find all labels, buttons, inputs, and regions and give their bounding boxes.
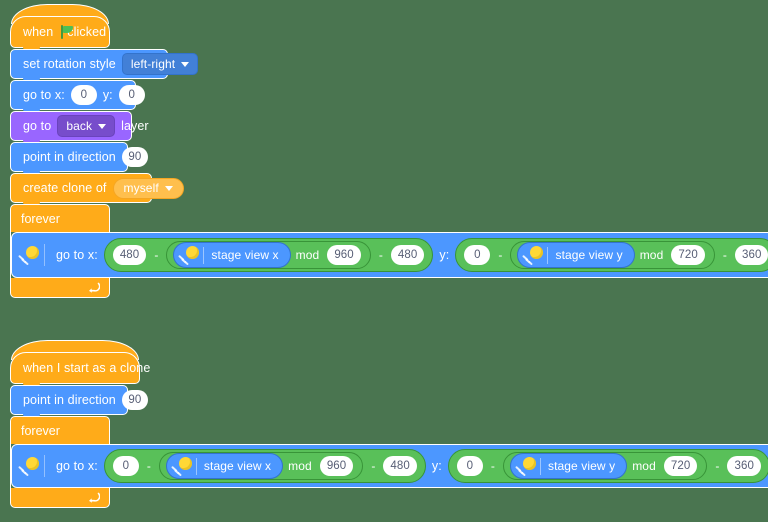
go-to-layer-pre-label: go to (23, 119, 52, 133)
y-right-input[interactable]: 360 (727, 456, 761, 476)
block-when-i-start-as-a-clone[interactable]: when I start as a clone (10, 340, 150, 387)
stage-view-x-label: stage view x (211, 248, 279, 262)
block-forever-clone[interactable]: forever go to x: 0 - (10, 416, 768, 508)
y-minus-sign: - (498, 248, 503, 262)
x-minus-sign: - (146, 459, 151, 473)
x-right-input[interactable]: 480 (390, 245, 425, 265)
direction-input[interactable]: 90 (121, 390, 148, 410)
sensing-ball-icon (515, 456, 537, 477)
block-go-to-xy-sensing-clone[interactable]: go to x: 0 - stage view x (11, 444, 768, 488)
x-minus-sign: - (154, 248, 159, 262)
forever-arm (10, 444, 11, 488)
sensing-ball-icon (522, 245, 544, 266)
clone-target-value: myself (123, 181, 159, 195)
sensing-ball-icon (178, 245, 200, 266)
forever-loop-foot (10, 488, 110, 508)
y-left-input[interactable]: 0 (456, 456, 483, 476)
forever-label: forever (21, 211, 60, 226)
when-clone-label: when I start as a clone (23, 361, 151, 375)
y-minus-sign-2: - (722, 248, 727, 262)
go-to-y-label: y: (102, 88, 113, 102)
point-in-direction-label: point in direction (23, 150, 116, 164)
layer-dropdown[interactable]: back (57, 115, 116, 137)
set-rotation-style-label: set rotation style (23, 57, 116, 71)
when-label: when (23, 25, 54, 39)
create-clone-label: create clone of (23, 181, 107, 195)
block-when-flag-clicked[interactable]: when clicked (10, 4, 110, 51)
sensing-ball-icon (18, 245, 40, 266)
y-mod-operator[interactable]: stage view y mod 720 (502, 452, 708, 480)
y-left-input[interactable]: 0 (464, 245, 491, 265)
clone-target-dropdown[interactable]: myself (112, 177, 184, 199)
rotation-style-dropdown[interactable]: left-right (121, 53, 199, 75)
rotation-style-value: left-right (130, 57, 176, 71)
forever-label-row: forever (10, 204, 110, 232)
block-go-to-layer[interactable]: go to back layer (10, 111, 149, 144)
block-forever[interactable]: forever go to x: 480 - (10, 204, 768, 298)
go-to-x-label: go to x: (23, 88, 65, 102)
loop-arrow-icon (87, 282, 100, 293)
y-minus-sign-2: - (715, 459, 720, 473)
block-point-in-direction-clone[interactable]: point in direction 90 (10, 385, 148, 418)
block-point-in-direction[interactable]: point in direction 90 (10, 142, 148, 175)
y-mod-input[interactable]: 720 (663, 456, 698, 476)
chevron-down-icon (181, 61, 190, 67)
sensing-go-to-x-label: go to x: (56, 459, 98, 473)
layer-value: back (66, 119, 93, 133)
go-to-layer-post-label: layer (121, 119, 149, 133)
x-left-input[interactable]: 480 (112, 245, 147, 265)
x-mod-input[interactable]: 960 (319, 456, 354, 476)
block-create-clone-of[interactable]: create clone of myself (10, 173, 184, 206)
x-minus-sign-2: - (378, 248, 383, 262)
block-go-to-xy[interactable]: go to x: 0 y: 0 (10, 80, 145, 113)
y-subtract-operator[interactable]: 0 - stage view y mod (455, 238, 768, 272)
y-mod-label: mod (639, 248, 664, 262)
stage-view-y-label: stage view y (555, 248, 623, 262)
stage-view-x-label: stage view x (203, 459, 272, 473)
loop-arrow-icon (87, 492, 100, 503)
go-to-y-input[interactable]: 0 (118, 85, 145, 105)
stage-view-y-label: stage view y (547, 459, 616, 473)
script-green-flag[interactable]: when clicked set rotation style left-rig… (10, 4, 768, 298)
stage-view-y-reporter[interactable]: stage view y (517, 242, 635, 268)
forever-label-row: forever (10, 416, 110, 444)
x-left-input[interactable]: 0 (112, 456, 139, 476)
y-minus-sign: - (490, 459, 495, 473)
sensing-go-to-y-label: y: (439, 248, 450, 262)
sensing-go-to-x-label: go to x: (56, 248, 98, 262)
x-right-input[interactable]: 480 (383, 456, 417, 476)
sensing-ball-icon (171, 456, 193, 477)
y-mod-label: mod (632, 459, 656, 473)
block-set-rotation-style[interactable]: set rotation style left-right (10, 49, 199, 82)
chevron-down-icon (164, 185, 173, 191)
chevron-down-icon (98, 123, 107, 129)
point-in-direction-label: point in direction (23, 393, 116, 407)
x-subtract-operator[interactable]: 480 - stage view x mod (103, 238, 434, 272)
x-mod-operator[interactable]: stage view x mod 960 (158, 452, 364, 480)
sensing-ball-icon (18, 456, 40, 477)
stage-view-x-reporter[interactable]: stage view x (173, 242, 291, 268)
script-clone[interactable]: when I start as a clone point in directi… (10, 340, 768, 508)
block-go-to-xy-sensing[interactable]: go to x: 480 - st (11, 232, 768, 278)
sensing-go-to-y-label: y: (431, 459, 442, 473)
x-mod-label: mod (288, 459, 312, 473)
x-mod-operator[interactable]: stage view x mod 960 (166, 241, 371, 269)
stage-view-y-reporter[interactable]: stage view y (509, 453, 628, 479)
y-right-input[interactable]: 360 (734, 245, 768, 265)
forever-loop-foot (10, 278, 110, 298)
y-mod-operator[interactable]: stage view y mod 720 (510, 241, 715, 269)
forever-arm (10, 232, 11, 278)
x-mod-label: mod (295, 248, 320, 262)
x-minus-sign-2: - (371, 459, 376, 473)
forever-label: forever (21, 423, 60, 438)
go-to-x-input[interactable]: 0 (70, 85, 97, 105)
y-subtract-operator[interactable]: 0 - stage view y mod (447, 449, 768, 483)
stage-view-x-reporter[interactable]: stage view x (165, 453, 284, 479)
y-mod-input[interactable]: 720 (671, 245, 705, 265)
x-mod-input[interactable]: 960 (327, 245, 361, 265)
direction-input[interactable]: 90 (121, 147, 148, 167)
clicked-label: clicked (67, 25, 107, 39)
x-subtract-operator[interactable]: 0 - stage view x mod (103, 449, 426, 483)
